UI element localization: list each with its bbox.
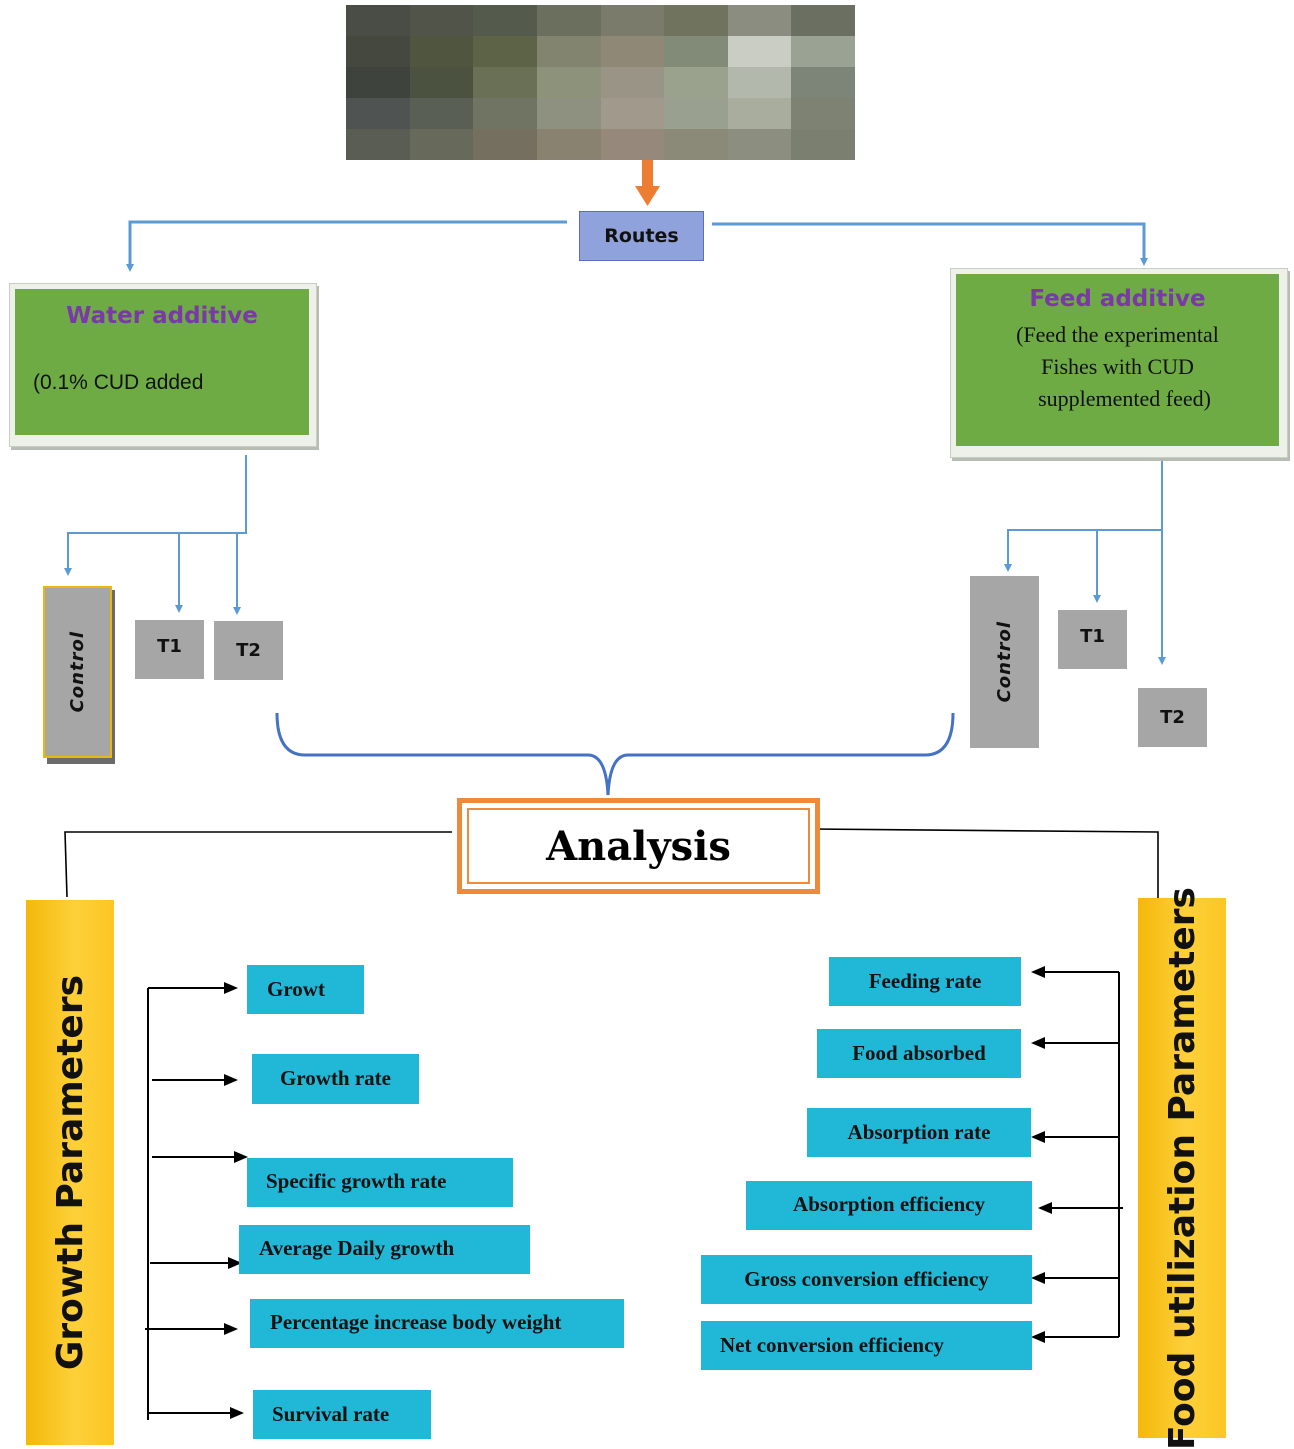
food-item: Food absorbed [817,1029,1021,1078]
feed-additive-description: (Feed the experimental Fishes with CUD s… [956,319,1279,415]
line-to-growth [64,831,452,898]
food-item: Gross conversion efficiency [701,1255,1032,1304]
routes-label: Routes [604,225,679,247]
feed-t1-box: T1 [1058,610,1127,669]
arrow-to-water-additive [126,220,567,272]
feed-t1-label: T1 [1080,626,1105,647]
food-arrows [1031,966,1123,1343]
growth-item: Survival rate [253,1390,431,1439]
food-item-label: Gross conversion efficiency [744,1267,989,1291]
feed-line-3: supplemented feed) [1038,386,1211,411]
growth-parameters-bar: Growth Parameters [26,900,114,1445]
water-t1-box: T1 [135,620,204,679]
feed-additive-box: Feed additive (Feed the experimental Fis… [956,274,1279,446]
growth-item-label: Average Daily growth [259,1236,455,1260]
fish-photo [346,5,855,160]
food-item-label: Net conversion efficiency [720,1333,944,1357]
water-t2-box: T2 [214,621,283,680]
water-t1-label: T1 [157,636,182,657]
growth-item-label: Specific growth rate [266,1169,447,1193]
arrow-to-feed-additive [712,222,1148,266]
growth-item: Growt [247,965,364,1014]
growth-item-label: Percentage increase body weight [270,1310,562,1334]
feed-line-1: (Feed the experimental [1016,322,1219,347]
arrow-feed-control [1004,447,1163,572]
feed-t2-label: T2 [1160,707,1185,728]
food-utilization-title: Food utilization Parameters [1161,886,1203,1449]
arrow-water-control [64,455,247,576]
growth-item: Growth rate [252,1054,419,1104]
curly-brace [275,712,955,796]
growth-item: Specific growth rate [247,1158,513,1207]
water-additive-box: Water additive (0.1% CUD added [15,289,309,435]
growth-item: Percentage increase body weight [250,1299,624,1348]
food-item: Net conversion efficiency [701,1321,1032,1370]
food-item: Absorption efficiency [746,1181,1032,1230]
water-control-box: Control [43,586,112,758]
feed-additive-title: Feed additive [1029,286,1206,312]
growth-item-label: Growt [267,977,325,1001]
growth-arrows [145,982,248,1420]
feed-line-2: Fishes with CUD [1041,354,1194,379]
feed-control-box: Control [970,576,1039,748]
feed-t2-box: T2 [1138,688,1207,747]
analysis-box: Analysis [457,798,820,894]
water-additive-title: Water additive [66,303,258,329]
food-item: Feeding rate [829,957,1021,1006]
water-additive-description: (0.1% CUD added [33,371,204,394]
growth-item-label: Growth rate [280,1066,391,1090]
food-item-label: Absorption efficiency [793,1192,985,1216]
water-control-label: Control [67,631,88,713]
analysis-label: Analysis [467,808,810,884]
food-item-label: Food absorbed [852,1041,986,1065]
feed-control-label: Control [994,621,1015,703]
food-item: Absorption rate [807,1108,1031,1157]
growth-item-label: Survival rate [272,1402,390,1426]
routes-box: Routes [579,211,704,261]
food-utilization-bar: Food utilization Parameters [1138,887,1226,1449]
growth-parameters-title: Growth Parameters [49,974,91,1371]
orange-arrow [635,160,660,206]
water-t2-label: T2 [236,640,261,661]
food-item-label: Feeding rate [868,969,982,993]
line-to-food [809,828,1159,898]
food-item-label: Absorption rate [847,1120,991,1144]
growth-item: Average Daily growth [239,1225,530,1274]
